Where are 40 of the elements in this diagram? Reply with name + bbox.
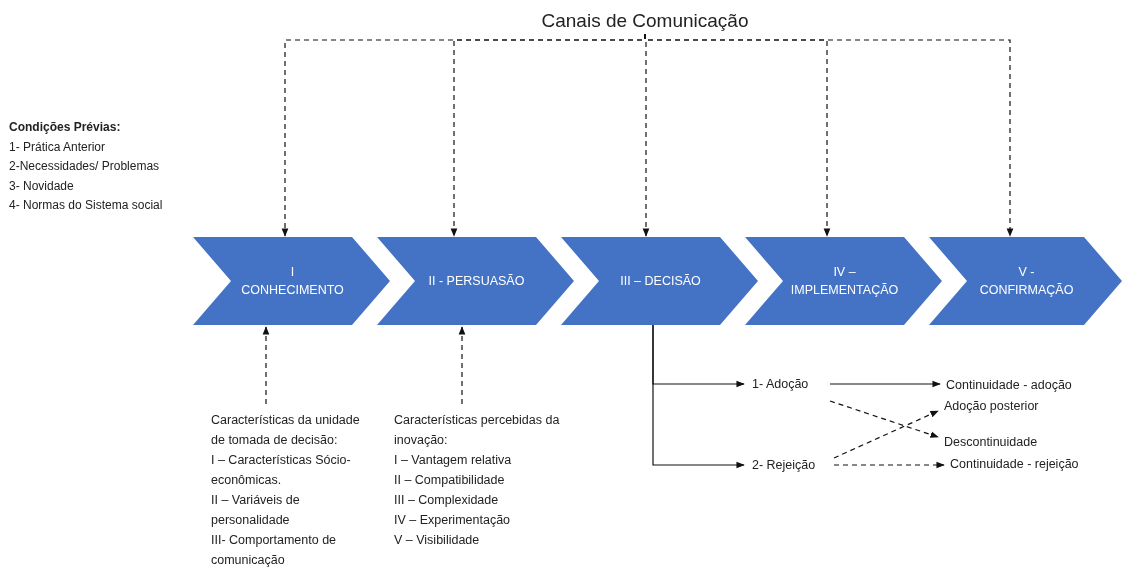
outcome-label: Continuidade - adoção bbox=[946, 376, 1086, 394]
chevron-shape bbox=[377, 237, 574, 325]
outcome-label: Continuidade - rejeição bbox=[950, 455, 1095, 473]
chevron-shape bbox=[929, 237, 1122, 325]
list-item: V – Visibilidade bbox=[394, 532, 481, 549]
list-item: 3- Novidade bbox=[9, 177, 75, 195]
stage-label: I CONHECIMENTO bbox=[241, 264, 344, 299]
list-item: I – Características Sócio-econômicas. bbox=[211, 452, 352, 489]
list-item: 1- Prática Anterior bbox=[9, 138, 107, 156]
list-heading: Condições Prévias: bbox=[9, 119, 122, 136]
list-heading: Características da unidade de tomada de decisão: bbox=[211, 412, 361, 449]
list-item: II – Variáveis de personalidade bbox=[211, 492, 301, 529]
chevron-shape bbox=[745, 237, 942, 325]
list-item: I – Vantagem relativa bbox=[394, 452, 513, 469]
arrow bbox=[262, 326, 270, 405]
arrow bbox=[833, 461, 945, 469]
outcome-label: Descontinuidade bbox=[944, 433, 1054, 451]
list-item: II – Compatibilidade bbox=[394, 472, 506, 489]
arrow bbox=[644, 33, 1014, 237]
outcome-label: 2- Rejeição bbox=[752, 456, 828, 474]
list-heading: Características percebidas da inovação: bbox=[394, 412, 561, 449]
arrow bbox=[829, 400, 939, 438]
list-item: III – Complexidade bbox=[394, 492, 500, 509]
arrow bbox=[829, 380, 941, 388]
stage-label: V - CONFIRMAÇÃO bbox=[979, 264, 1074, 299]
arrow bbox=[458, 326, 466, 405]
chevron-shape bbox=[561, 237, 758, 325]
arrow bbox=[652, 324, 745, 469]
list-item: IV – Experimentação bbox=[394, 512, 512, 529]
stage-label: IV – IMPLEMENTAÇÃO bbox=[790, 264, 899, 299]
outcome-label: 1- Adoção bbox=[752, 375, 824, 393]
heading-text: Canais de Comunicação bbox=[530, 8, 760, 34]
stage-label: II - PERSUASÃO bbox=[428, 273, 525, 290]
list-item: 2-Necessidades/ Problemas bbox=[9, 158, 161, 176]
chevron-shape bbox=[193, 237, 390, 325]
arrow bbox=[833, 410, 939, 459]
outcome-label: Adoção posterior bbox=[944, 397, 1064, 415]
stage-label: III – DECISÃO bbox=[620, 273, 701, 290]
list-item: III- Comportamento de comunicação bbox=[211, 532, 338, 569]
list-item: 4- Normas do Sistema social bbox=[9, 197, 164, 215]
